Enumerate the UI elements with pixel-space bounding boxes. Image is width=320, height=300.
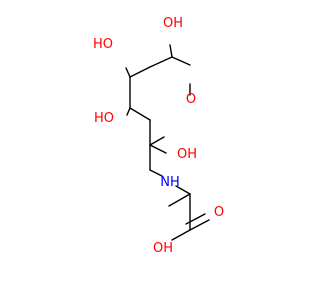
acid-oh-label: OH <box>153 241 173 256</box>
bond-ch2-n <box>149 169 163 177</box>
bond-cooh-oh <box>171 229 191 241</box>
bond-c3-oh <box>126 107 131 116</box>
bond-cooh-o-a <box>189 219 210 231</box>
ring-oxygen-label: O <box>186 92 196 107</box>
acid-oxygen-label: O <box>214 205 224 220</box>
bond-c3-c2 <box>129 107 151 121</box>
bond-c5-c4 <box>149 56 173 68</box>
molecule-diagram: OH HO HO O OH NH O OH <box>93 16 224 256</box>
bond-c5-oh <box>169 44 173 58</box>
bond-c1-ringO <box>149 136 165 146</box>
oh-top-right-label: OH <box>163 16 183 31</box>
structure-svg: OH HO HO O OH NH O OH <box>93 16 224 256</box>
oh-mid-left-label: HO <box>94 111 114 126</box>
bond-c1-oh <box>149 144 167 154</box>
bond-c6-c5 <box>171 56 191 66</box>
nh-label: NH <box>160 175 180 190</box>
bond-c4-c3b <box>129 66 151 78</box>
bond-n-ca <box>175 185 191 195</box>
oh-top-left-label: HO <box>93 37 113 52</box>
bond-ca-ch3 <box>168 193 191 207</box>
bond-c4-oh <box>125 67 131 78</box>
bond-cooh-o-b <box>185 213 206 225</box>
oh-anomeric-label: OH <box>177 147 197 162</box>
